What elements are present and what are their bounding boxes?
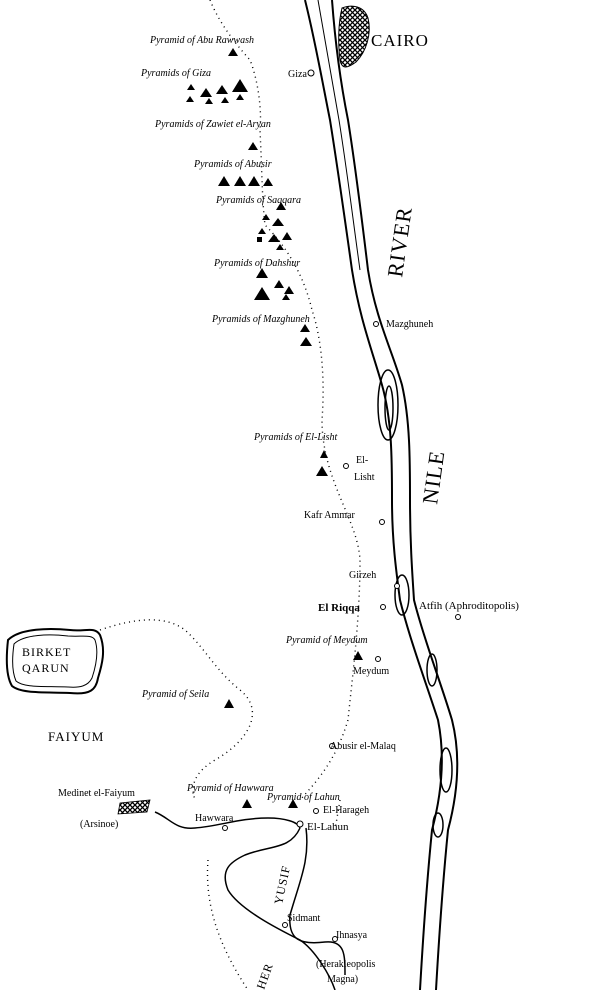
label-el-lisht-2: Lisht	[354, 472, 375, 483]
label-abusir: Pyramids of Abusir	[193, 159, 272, 170]
label-birket: BIRKET	[22, 645, 71, 659]
label-hawwara-pyramid: Pyramid of Hawwara	[186, 783, 274, 794]
pyramid-symbols	[186, 48, 363, 808]
label-giza: Giza	[288, 69, 307, 80]
birket-qarun-lake	[5, 628, 105, 695]
label-meydum-pyramid: Pyramid of Meydum	[285, 635, 368, 646]
label-kafr-ammar: Kafr Ammar	[304, 510, 355, 521]
label-medinet-el-faiyum: Medinet el-Faiyum	[58, 788, 135, 799]
cairo-city-area	[117, 5, 370, 815]
nile-river	[304, 0, 459, 990]
label-river: RIVER	[382, 205, 417, 279]
label-abusir-el-malaq: Abusir el-Malaq	[330, 741, 396, 752]
pyramid-labels: Pyramid of Abu Rawwash Pyramids of Giza …	[140, 35, 368, 803]
label-giza-pyramids: Pyramids of Giza	[140, 68, 211, 79]
label-el-lisht-1: El-	[356, 455, 368, 466]
label-herakleopolis-1: (Herakleopolis	[316, 959, 376, 970]
bahr-yusif	[154, 811, 346, 990]
town-labels: CAIRO Giza Mazghuneh El- Lisht Kafr Amma…	[58, 31, 519, 985]
label-lahun-pyramid: Pyramid of Lahun	[266, 792, 340, 803]
label-dahshur: Pyramids of Dahshur	[213, 258, 300, 269]
label-abu-rawwash: Pyramid of Abu Rawwash	[149, 35, 254, 46]
label-yusif: YUSIF	[271, 864, 293, 906]
label-girzeh: Girzeh	[349, 570, 376, 581]
label-sidmant: Sidmant	[287, 913, 321, 924]
label-meydum: Meydum	[353, 666, 389, 677]
label-atfih: Atfih (Aphroditopolis)	[419, 600, 519, 612]
label-el-riqqa: El Riqqa	[318, 602, 360, 614]
label-saqqara: Pyramids of Saqqara	[215, 195, 301, 206]
label-nile: NILE	[417, 449, 449, 506]
label-arsinoe: (Arsinoe)	[80, 819, 118, 830]
label-zawiet: Pyramids of Zawiet el-Aryan	[154, 119, 271, 130]
label-bahr-fragment: HER	[254, 961, 276, 990]
label-mazghuneh: Mazghuneh	[386, 319, 433, 330]
label-mazghuneh-pyramids: Pyramids of Mazghuneh	[211, 314, 310, 325]
label-el-lahun: El-Lahun	[307, 821, 349, 833]
region-labels: FAIYUM BIRKET QARUN	[22, 645, 104, 744]
label-hawwara: Hawwara	[195, 813, 234, 824]
label-seila-pyramid: Pyramid of Seila	[141, 689, 209, 700]
label-ihnasya: Ihnasya	[336, 930, 368, 941]
label-cairo: CAIRO	[371, 31, 429, 50]
nile-islands	[377, 369, 453, 838]
label-faiyum: FAIYUM	[48, 729, 104, 744]
pyramid-icon	[228, 48, 238, 56]
desert-boundary-dotted	[99, 0, 361, 990]
town-markers	[222, 69, 461, 942]
label-herakleopolis-2: Magna)	[327, 974, 358, 985]
label-el-harageh: El-Harageh	[323, 805, 369, 816]
label-el-lisht-pyramids: Pyramids of El-Lisht	[253, 432, 338, 443]
label-qarun: QARUN	[22, 661, 70, 675]
